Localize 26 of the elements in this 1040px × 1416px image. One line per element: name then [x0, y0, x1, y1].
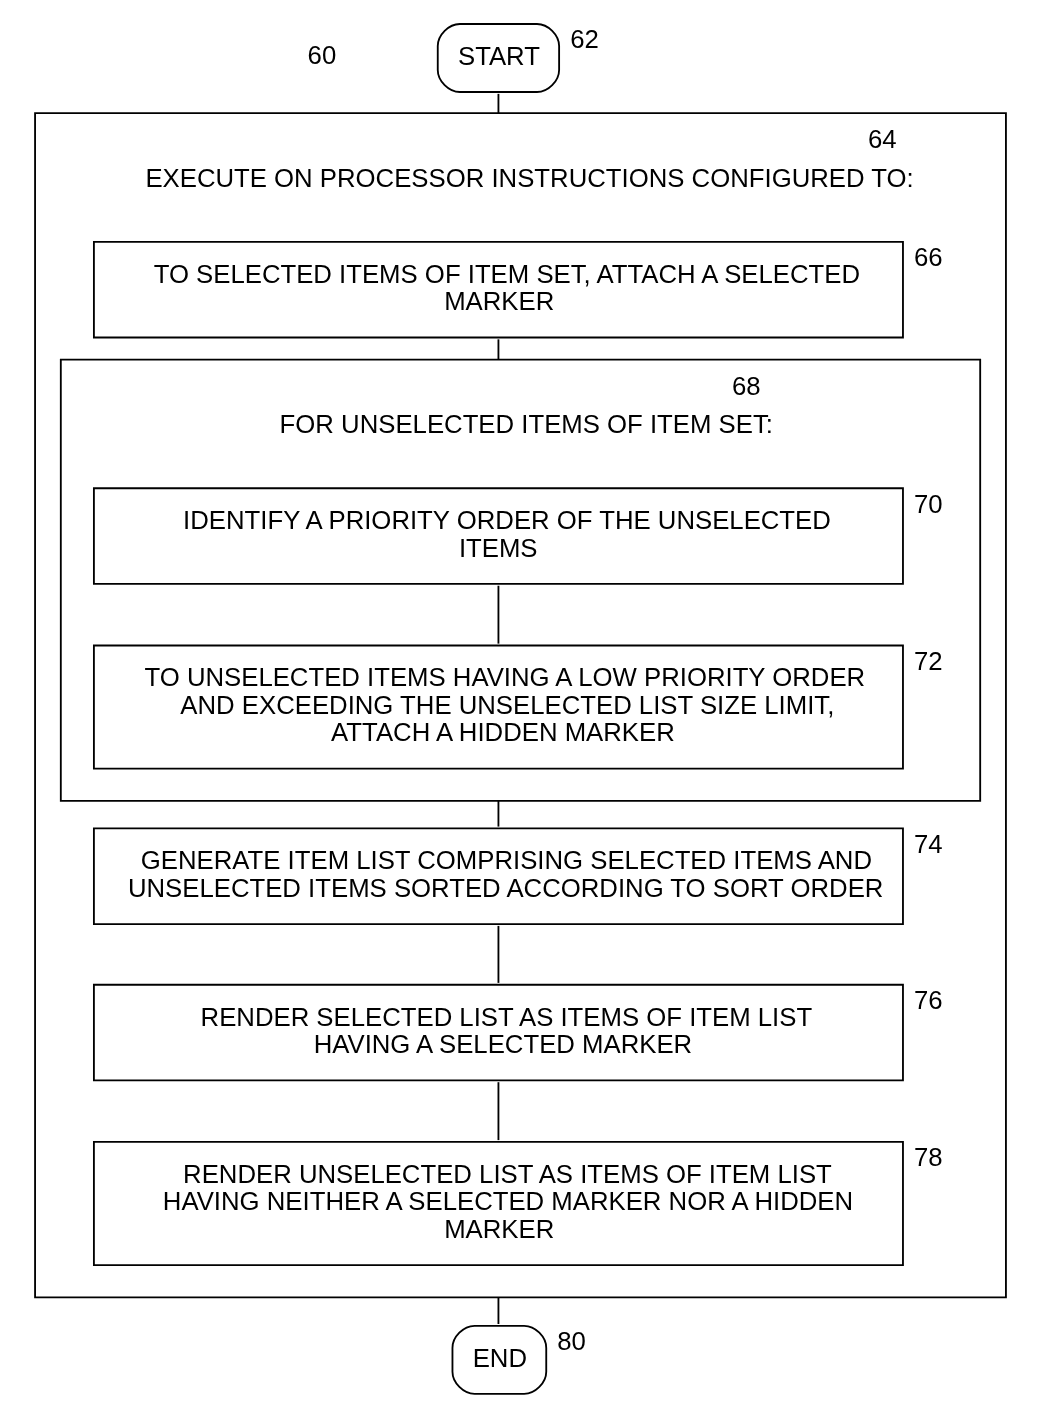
node-label: 64: [867, 125, 897, 154]
node-box: IDENTIFY A PRIORITY ORDER OF THE UNSELECTED ITEMS: [92, 487, 904, 585]
node-box: END: [451, 1324, 547, 1395]
label: 60: [307, 40, 336, 69]
connector: [497, 338, 499, 361]
connector: [497, 799, 499, 828]
node-box: START: [436, 23, 560, 93]
node-label: 72: [913, 646, 943, 675]
node-label: 76: [913, 986, 943, 1015]
node-label: 62: [569, 25, 599, 54]
connector: [497, 1081, 499, 1142]
node-label: 78: [913, 1143, 943, 1172]
node-label: 70: [913, 489, 943, 518]
connector: [497, 924, 499, 984]
connector: [497, 1296, 499, 1325]
connector: [497, 584, 499, 645]
node-box: RENDER UNSELECTED LIST AS ITEMS OF ITEM LIST HAVING NEITHER A SELECTED MARKER NOR A HIDDEN MARKER: [92, 1141, 904, 1267]
node-box: TO SELECTED ITEMS OF ITEM SET, ATTACH A SELECTED MARKER: [92, 240, 904, 339]
node-label: 80: [556, 1327, 586, 1356]
node-box: GENERATE ITEM LIST COMPRISING SELECTED ITEMS AND UNSELECTED ITEMS SORTED ACCORDING TO SORT ORDER: [92, 827, 904, 925]
node-box: TO UNSELECTED ITEMS HAVING A LOW PRIORITY ORDER AND EXCEEDING THE UNSELECTED LIST SIZE LIMIT, ATTACH A HIDDEN MARKER: [92, 644, 904, 770]
node-label: 74: [913, 829, 943, 858]
connector: [497, 92, 499, 115]
node-box: RENDER SELECTED LIST AS ITEMS OF ITEM LIST HAVING A SELECTED MARKER: [92, 983, 904, 1082]
node-label: 68: [731, 371, 761, 400]
node-label: 66: [913, 243, 943, 272]
